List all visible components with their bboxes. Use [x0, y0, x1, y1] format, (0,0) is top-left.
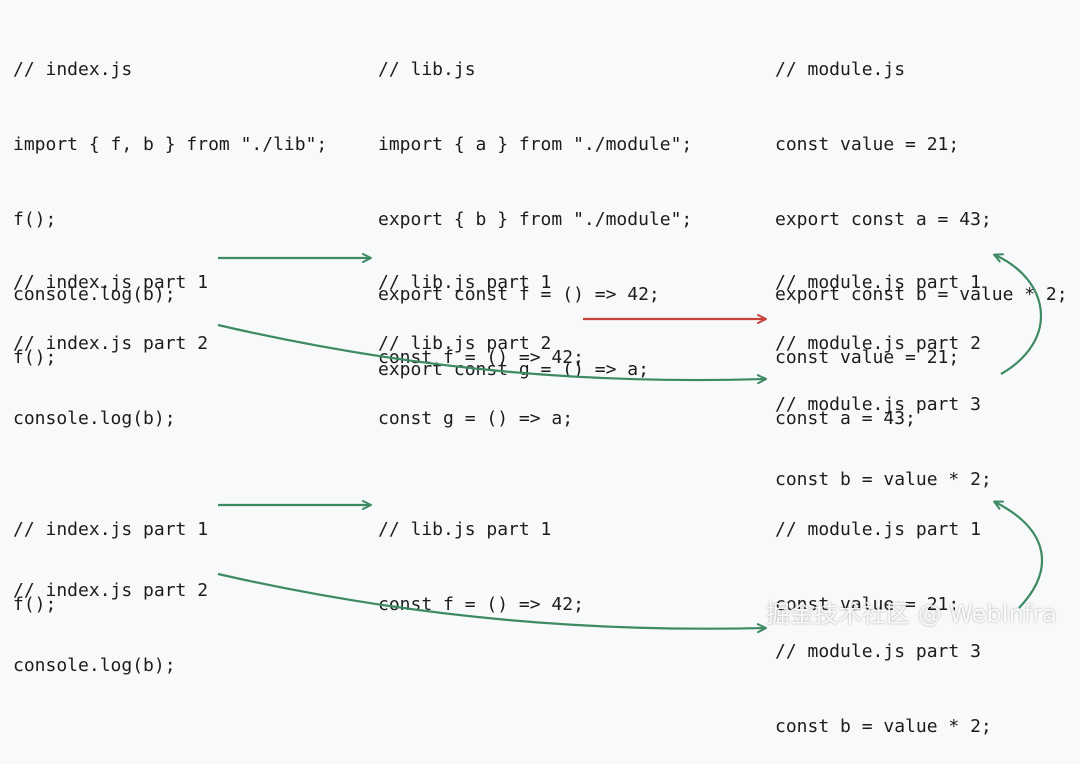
lib-part2-block: // lib.js part 2 const g = () => a;	[378, 281, 573, 456]
code-line: console.log(b);	[13, 655, 176, 676]
part-comment: // module.js part 3	[775, 394, 981, 415]
lib-part1-block: // lib.js part 1 const f = () => 42;	[378, 467, 584, 642]
code-line: const value = 21;	[775, 347, 960, 368]
code-line: // index.js	[13, 59, 133, 80]
code-line: f();	[13, 594, 57, 615]
module-part3-block: // module.js part 3 const b = value * 2;	[775, 342, 992, 517]
index-js-code: // index.js import { f, b } from "./lib"…	[13, 7, 327, 332]
code-line: console.log(b);	[13, 408, 176, 429]
code-line: const value = 21;	[775, 134, 960, 155]
code-line: export const f = () => 42;	[378, 284, 660, 305]
code-line: f();	[13, 209, 57, 230]
index-part2-block: // index.js part 2 console.log(b);	[13, 281, 208, 456]
part-comment: // index.js part 2	[13, 333, 209, 354]
code-line: f();	[13, 347, 57, 368]
index-part1-block: // index.js part 1 f();	[13, 220, 208, 395]
part-comment: // index.js part 2	[13, 580, 209, 601]
part-comment: // lib.js part 1	[378, 519, 552, 540]
index-part1-block: // index.js part 1 f();	[13, 467, 208, 642]
module-part1-block: // module.js part 1 const value = 21;	[775, 220, 981, 395]
code-line: const value = 21;	[775, 594, 960, 615]
code-line: export const a = 43;	[775, 209, 992, 230]
code-line: export { b } from "./module";	[378, 209, 693, 230]
code-line: import { f, b } from "./lib";	[13, 134, 328, 155]
code-line: const b = value * 2;	[775, 469, 992, 490]
watermark: 掘金技术社区 @ WebInfra	[766, 600, 1057, 628]
code-line: const f = () => 42;	[378, 594, 584, 615]
module-part2-block: // module.js part 2 const a = 43;	[775, 281, 981, 456]
part-comment: // module.js part 1	[775, 272, 981, 293]
part-comment: // index.js part 1	[13, 272, 209, 293]
code-line: const a = 43;	[775, 408, 916, 429]
code-line: const b = value * 2;	[775, 716, 992, 737]
code-line: console.log(b);	[13, 284, 176, 305]
index-part2-block: // index.js part 2 console.log(b);	[13, 528, 208, 703]
part-comment: // module.js part 2	[775, 333, 981, 354]
part-comment: // module.js part 3	[775, 641, 981, 662]
part-comment: // module.js part 1	[775, 519, 981, 540]
arrow-module3-to-module1	[993, 500, 1043, 609]
part-comment: // lib.js part 1	[378, 272, 552, 293]
code-line: // module.js	[775, 59, 906, 80]
part-comment: // lib.js part 2	[378, 333, 552, 354]
code-line: const g = () => a;	[378, 408, 574, 429]
code-line: import { a } from "./module";	[378, 134, 693, 155]
code-line: // lib.js	[378, 59, 476, 80]
module-part1-block: // module.js part 1 const value = 21;	[775, 467, 981, 642]
module-js-code: // module.js const value = 21; export co…	[775, 7, 1068, 332]
part-comment: // index.js part 1	[13, 519, 209, 540]
